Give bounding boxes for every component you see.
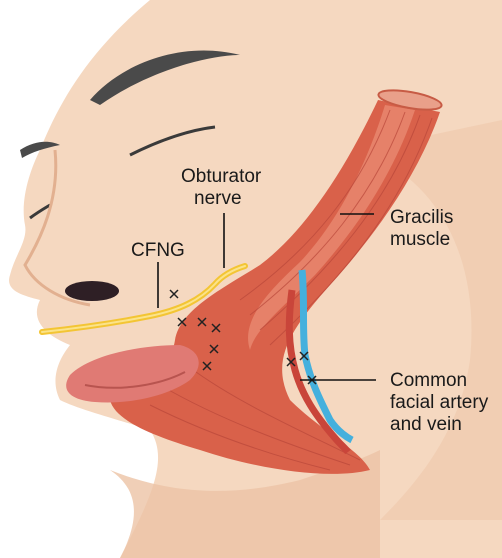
vessels-label-line3: and vein xyxy=(390,414,462,436)
cfng-label: CFNG xyxy=(131,240,185,262)
gracilis-label-line2: muscle xyxy=(390,229,450,251)
nostril xyxy=(65,281,119,301)
vessels-label-line2: facial artery xyxy=(390,392,488,414)
obturator-label-line1: Obturator xyxy=(181,166,261,188)
gracilis-label-line1: Gracilis xyxy=(390,207,453,229)
obturator-label-line2: nerve xyxy=(194,188,242,210)
vessels-label-line1: Common xyxy=(390,370,467,392)
